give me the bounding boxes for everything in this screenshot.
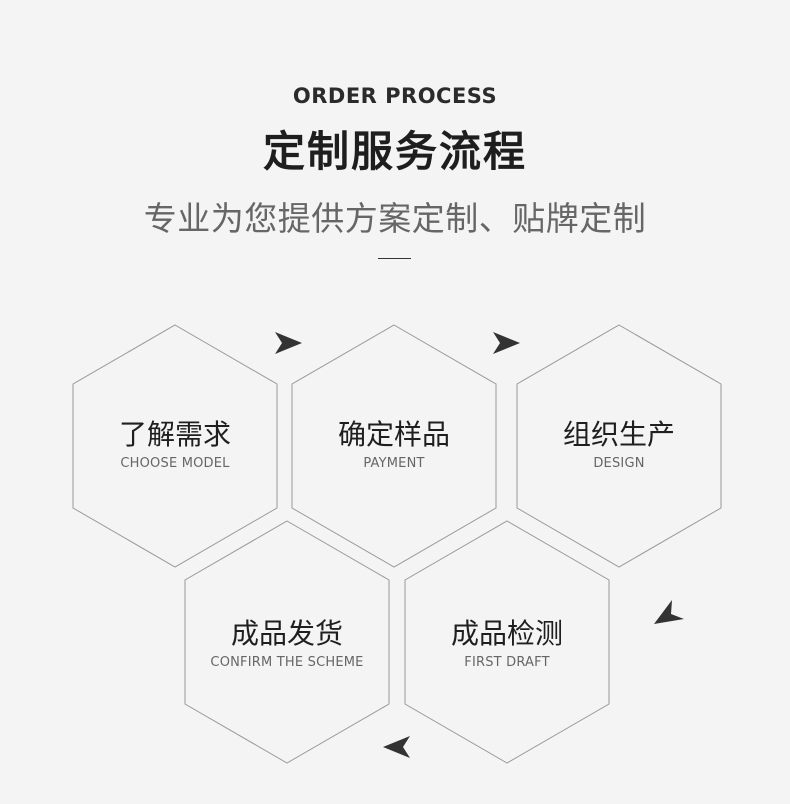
hexagon-step-1 <box>72 324 278 568</box>
hexagon-step-2 <box>291 324 497 568</box>
step-title: 确定样品 <box>337 418 450 451</box>
page-subtitle: 专业为您提供方案定制、贴牌定制 <box>143 199 647 238</box>
arrow-right-icon <box>275 332 302 354</box>
page-title: 定制服务流程 <box>262 127 527 176</box>
step-3: 组织生产 DESIGN <box>529 418 709 471</box>
step-4: 成品发货 CONFIRM THE SCHEME <box>197 617 377 670</box>
hexagon-step-3 <box>516 324 722 568</box>
arrow-left-icon <box>383 736 410 758</box>
step-2: 确定样品 PAYMENT <box>304 418 484 471</box>
step-subtitle: DESIGN <box>593 456 645 471</box>
step-subtitle: CHOOSE MODEL <box>120 456 230 471</box>
title-divider <box>378 258 411 259</box>
step-5: 成品检测 FIRST DRAFT <box>417 617 597 670</box>
step-subtitle: CONFIRM THE SCHEME <box>210 655 364 670</box>
step-subtitle: PAYMENT <box>363 456 425 471</box>
step-title: 组织生产 <box>562 418 675 451</box>
step-title: 成品检测 <box>450 617 563 650</box>
step-1: 了解需求 CHOOSE MODEL <box>85 418 265 471</box>
step-title: 成品发货 <box>230 617 343 650</box>
hexagon-step-5 <box>404 520 610 764</box>
step-title: 了解需求 <box>118 418 231 451</box>
hexagon-step-4 <box>184 520 390 764</box>
step-subtitle: FIRST DRAFT <box>464 655 550 670</box>
arrow-right-icon <box>493 332 520 354</box>
section-eyebrow: ORDER PROCESS <box>292 84 498 108</box>
arrow-down-left-icon <box>654 600 684 624</box>
